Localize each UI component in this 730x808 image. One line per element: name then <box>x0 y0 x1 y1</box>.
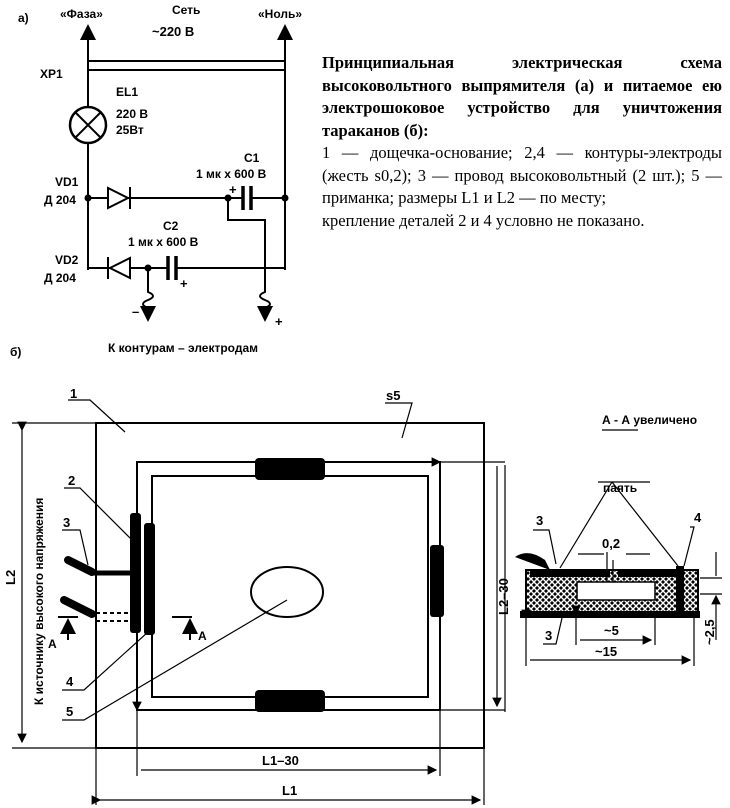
mains-voltage: ~220 В <box>152 24 194 39</box>
vd2-wire <box>87 198 285 269</box>
leader-5 <box>62 599 288 721</box>
c2-value: 1 мк х 600 В <box>128 235 199 249</box>
dim-l1-30-label: L1–30 <box>262 753 299 768</box>
plug-xp1 <box>88 60 285 71</box>
dim-total-line <box>526 618 694 666</box>
output-label: К контурам – электродам <box>108 341 258 355</box>
leader-4 <box>62 631 149 691</box>
section-part4: 4 <box>694 510 702 525</box>
solder-leaders <box>559 481 679 569</box>
minus-sign: – <box>132 304 139 319</box>
bottom-tab <box>255 690 325 712</box>
dim-l2-30-label: L2–30 <box>496 578 511 615</box>
dim-l2-30-line <box>440 462 505 710</box>
height-label: ~2,5 <box>702 619 717 645</box>
caption-body: 1 — дощечка-основание; 2,4 — контуры-эле… <box>322 143 722 207</box>
node <box>281 194 289 202</box>
wire-3-upper <box>64 556 96 576</box>
panel-label-a: а) <box>18 11 29 25</box>
leader-2 <box>64 487 133 541</box>
caption-note: крепление деталей 2 и 4 условно не показ… <box>322 210 645 230</box>
c2-label: C2 <box>163 219 179 233</box>
section-wire-3 <box>515 553 550 570</box>
el1-label: EL1 <box>116 85 138 99</box>
vd1-label: VD1 <box>55 175 79 189</box>
part-1-label: 1 <box>70 386 77 401</box>
leader-3 <box>62 529 89 566</box>
electrode-contour-outer <box>136 461 441 711</box>
part-5-label: 5 <box>66 704 73 719</box>
minus-output-wire <box>140 268 156 322</box>
c1-label: C1 <box>244 151 260 165</box>
gap-dimension <box>578 552 650 582</box>
section-letter-left: А <box>48 637 57 651</box>
el1-voltage: 220 В <box>116 107 148 121</box>
capacitor-c1-icon <box>241 186 253 210</box>
bait-5 <box>250 566 324 618</box>
width-total-label: ~15 <box>595 644 617 659</box>
c2-plus: + <box>180 276 188 291</box>
left-tab-2 <box>130 513 141 633</box>
section-part3-top: 3 <box>536 513 543 528</box>
bottom-plate <box>520 611 700 618</box>
solder-label: паять <box>603 481 637 495</box>
c1-value: 1 мк х 600 В <box>196 167 267 181</box>
part-2-label: 2 <box>68 473 75 488</box>
dim-l1-label: L1 <box>282 783 297 798</box>
section-mark-left <box>58 617 78 640</box>
leader-1 <box>68 399 126 433</box>
part-4-label: 4 <box>66 674 74 689</box>
width-inner-label: ~5 <box>604 623 619 638</box>
vd2-label: VD2 <box>55 253 79 267</box>
capacitor-c2-icon <box>166 256 178 280</box>
neutral-label: «Ноль» <box>258 7 302 21</box>
edge-electrode <box>676 566 684 618</box>
device-drawing: б) А А 1 s5 2 3 4 5 К источнику высоког <box>3 345 511 805</box>
diode-vd2-icon <box>107 256 131 280</box>
leader-section-4 <box>683 526 695 567</box>
dim-l2-label: L2 <box>3 570 18 585</box>
electrode-contour-inner <box>151 475 429 698</box>
section-title: А - А увеличено <box>602 413 697 427</box>
panel-label-b: б) <box>10 345 21 359</box>
vd2-type: Д 204 <box>44 271 76 285</box>
c1-plus: + <box>229 182 237 197</box>
source-label: К источнику высокого напряжения <box>32 498 46 705</box>
leader-section-3-top <box>533 529 557 565</box>
thickness-label: s5 <box>386 388 400 403</box>
section-letter-right: А <box>198 629 207 643</box>
circuit-schematic: а) «Фаза» Сеть ~220 В «Ноль» XP1 EL1 220… <box>18 3 302 355</box>
electrode-2-strip <box>530 571 610 577</box>
section-view: А - А увеличено паять 3 4 0,2 3 ~5 ~15 ~… <box>504 413 722 712</box>
extension-lines <box>12 422 485 805</box>
wire-3-lower <box>60 596 96 618</box>
plus-output-wire <box>227 198 273 322</box>
section-part3-bottom: 3 <box>545 628 552 643</box>
leader-s5 <box>385 402 413 439</box>
lamp-cross <box>74 111 102 139</box>
mains-label: Сеть <box>172 3 200 17</box>
figure-caption: Принципиальная электрическая схема высок… <box>322 52 722 232</box>
phase-label: «Фаза» <box>60 7 103 21</box>
gap-label: 0,2 <box>602 536 620 551</box>
diode-vd1-icon <box>107 186 131 210</box>
plus-sign: + <box>275 314 283 329</box>
electrode-4-strip <box>618 571 680 577</box>
vd1-type: Д 204 <box>44 193 76 207</box>
wire-3-lower-lead <box>96 612 130 622</box>
caption-title: Принципиальная электрическая схема высок… <box>322 53 722 140</box>
dim-l1-30-line <box>137 710 440 776</box>
section-mark-right <box>172 617 192 640</box>
section-cavity <box>576 581 656 601</box>
right-tab <box>430 545 444 617</box>
dim-height-line <box>700 552 722 640</box>
xp1-label: XP1 <box>40 67 63 81</box>
part-3-label: 3 <box>63 515 70 530</box>
top-tab <box>255 458 325 480</box>
left-tab-4 <box>144 523 155 635</box>
el1-power: 25Вт <box>116 123 144 137</box>
